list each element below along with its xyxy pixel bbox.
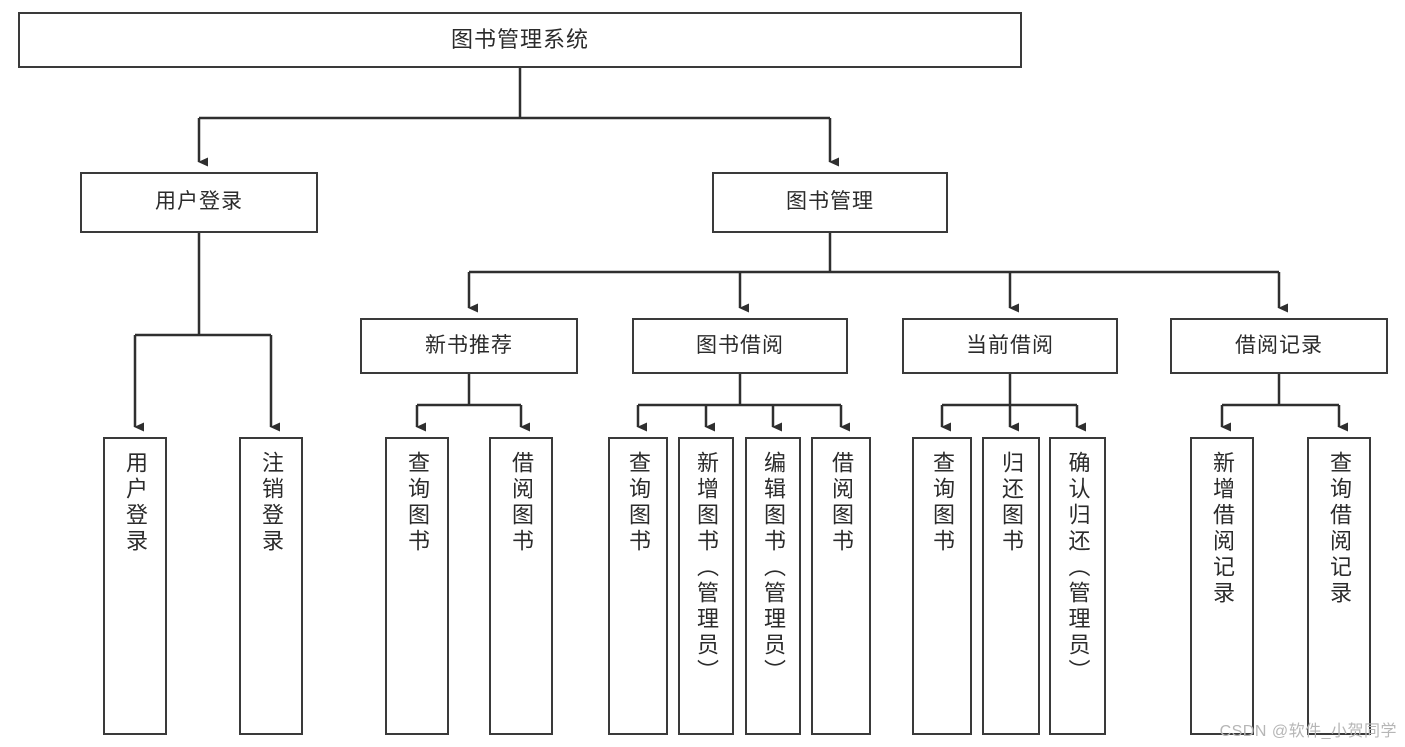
- leaf-borrow-query-book[interactable]: 查询图书: [608, 437, 668, 735]
- leaf-current-confirm-return-admin[interactable]: 确认归还（管理员）: [1049, 437, 1106, 735]
- node-book-management-label: 图书管理: [786, 190, 874, 214]
- leaf-record-add-record[interactable]: 新增借阅记录: [1190, 437, 1254, 735]
- node-user-login-label: 用户登录: [155, 190, 243, 214]
- leaf-label: 查询图书: [626, 451, 651, 555]
- node-book-management[interactable]: 图书管理: [712, 172, 948, 233]
- node-root[interactable]: 图书管理系统: [18, 12, 1022, 68]
- leaf-record-query-record[interactable]: 查询借阅记录: [1307, 437, 1371, 735]
- csdn-watermark: CSDN @软件_小贺同学: [1219, 723, 1397, 740]
- leaf-label: 用户登录: [123, 451, 148, 555]
- leaf-borrow-add-book-admin[interactable]: 新增图书（管理员）: [678, 437, 734, 735]
- leaf-label: 借阅图书: [509, 451, 534, 555]
- leaf-new-book-borrow[interactable]: 借阅图书: [489, 437, 553, 735]
- leaf-current-query-book[interactable]: 查询图书: [912, 437, 972, 735]
- node-book-borrow[interactable]: 图书借阅: [632, 318, 848, 374]
- node-borrow-record-label: 借阅记录: [1235, 333, 1323, 357]
- leaf-label: 确认归还（管理员）: [1065, 451, 1091, 685]
- leaf-new-book-query[interactable]: 查询图书: [385, 437, 449, 735]
- leaf-label: 查询图书: [930, 451, 955, 555]
- leaf-label: 归还图书: [999, 451, 1024, 555]
- leaf-label: 新增借阅记录: [1210, 451, 1235, 607]
- leaf-label: 借阅图书: [829, 451, 854, 555]
- leaf-label: 新增图书（管理员）: [694, 451, 719, 685]
- node-user-login[interactable]: 用户登录: [80, 172, 318, 233]
- leaf-user-login-login[interactable]: 用户登录: [103, 437, 167, 735]
- node-new-book-recommend[interactable]: 新书推荐: [360, 318, 578, 374]
- node-borrow-record[interactable]: 借阅记录: [1170, 318, 1388, 374]
- leaf-current-return-book[interactable]: 归还图书: [982, 437, 1040, 735]
- leaf-borrow-edit-book-admin[interactable]: 编辑图书（管理员）: [745, 437, 801, 735]
- leaf-label: 编辑图书（管理员）: [761, 451, 786, 685]
- node-book-borrow-label: 图书借阅: [696, 333, 784, 357]
- leaf-label: 查询图书: [405, 451, 430, 555]
- leaf-label: 查询借阅记录: [1327, 451, 1352, 607]
- node-new-book-recommend-label: 新书推荐: [425, 333, 513, 357]
- leaf-user-login-logout[interactable]: 注销登录: [239, 437, 303, 735]
- node-current-borrow-label: 当前借阅: [966, 333, 1054, 357]
- node-root-label: 图书管理系统: [450, 27, 589, 53]
- leaf-label: 注销登录: [259, 451, 284, 555]
- leaf-borrow-borrow-book[interactable]: 借阅图书: [811, 437, 871, 735]
- node-current-borrow[interactable]: 当前借阅: [902, 318, 1118, 374]
